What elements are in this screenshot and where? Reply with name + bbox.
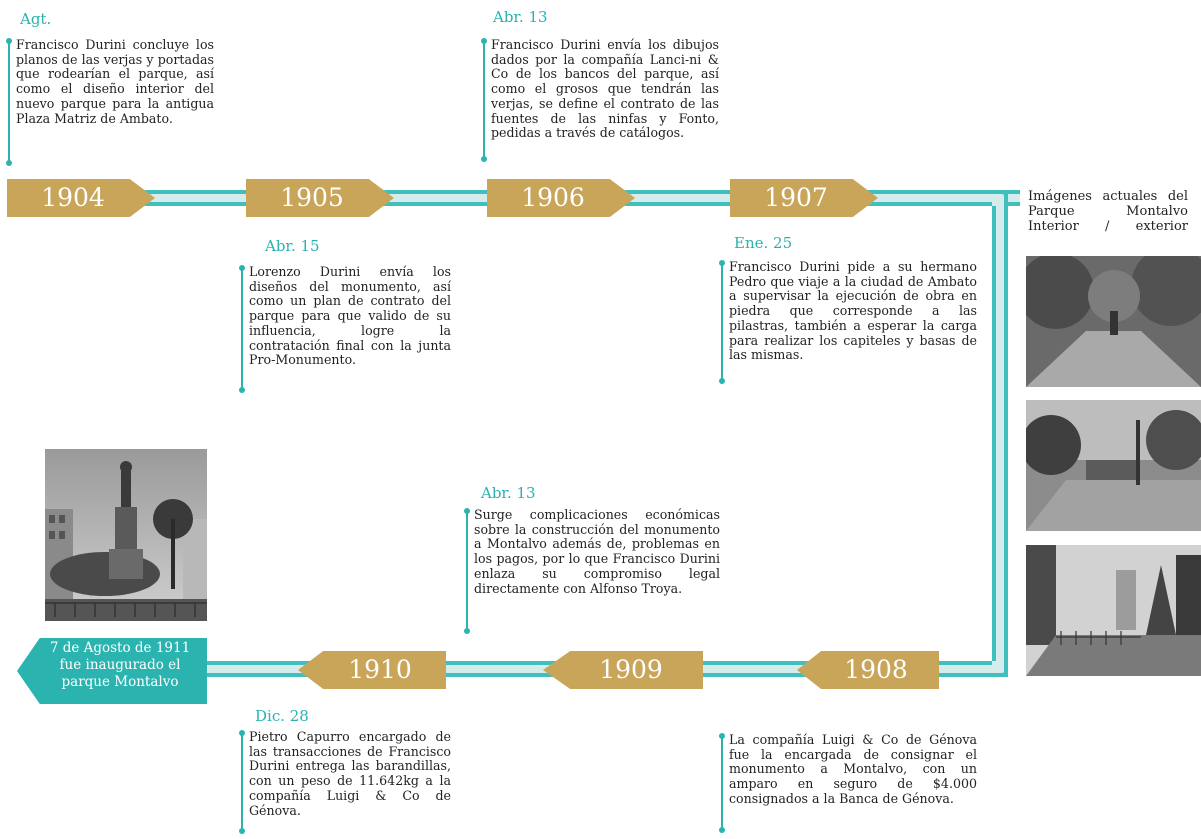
year-label: 1909 [599, 655, 663, 684]
event-date: Abr. 13 [481, 484, 536, 502]
year-label: 1905 [280, 183, 344, 212]
year-marker-1905: 1905 [246, 179, 394, 217]
event-date: Ene. 25 [734, 234, 793, 252]
timeline-track-right [992, 190, 1008, 677]
event-date: Abr. 15 [265, 237, 320, 255]
year-marker-1906: 1906 [487, 179, 635, 217]
event-note: Francisco Durini envía los dibujos dados… [481, 37, 719, 162]
inauguration-text: 7 de Agosto de 1911 fue inaugurado el pa… [49, 640, 191, 690]
park-photo-2 [1026, 400, 1201, 531]
event-note: Francisco Durini concluye los planos de … [6, 37, 214, 166]
park-photo-3 [1026, 545, 1201, 676]
year-label: 1908 [844, 655, 908, 684]
event-note: Pietro Capurro encargado de las transacc… [239, 729, 451, 834]
monument-photo [45, 449, 207, 621]
year-label: 1907 [764, 183, 828, 212]
event-date: Agt. [20, 10, 52, 28]
year-marker-1907: 1907 [730, 179, 878, 217]
timeline-track-corner-top [992, 190, 1008, 206]
event-note: Francisco Durini pide a su hermano Pedro… [719, 259, 977, 384]
event-date: Dic. 28 [255, 707, 309, 725]
timeline-track-corner-bottom [992, 661, 1008, 677]
inauguration-box [17, 638, 207, 704]
event-note: Lorenzo Durini envía los diseños del mon… [239, 264, 451, 393]
event-note: La compañía Luigi & Co de Génova fue la … [719, 732, 977, 833]
year-label: 1904 [41, 183, 105, 212]
side-caption: Imágenes actuales del Parque Montalvo In… [1028, 189, 1188, 234]
year-marker-1910: 1910 [298, 651, 446, 689]
year-marker-1909: 1909 [543, 651, 703, 689]
year-marker-1908: 1908 [797, 651, 939, 689]
event-note: Surge complicaciones económicas sobre la… [464, 507, 720, 634]
year-marker-1904: 1904 [7, 179, 155, 217]
year-label: 1906 [521, 183, 585, 212]
event-date: Abr. 13 [493, 8, 548, 26]
park-photo-1 [1026, 256, 1201, 387]
year-label: 1910 [348, 655, 412, 684]
